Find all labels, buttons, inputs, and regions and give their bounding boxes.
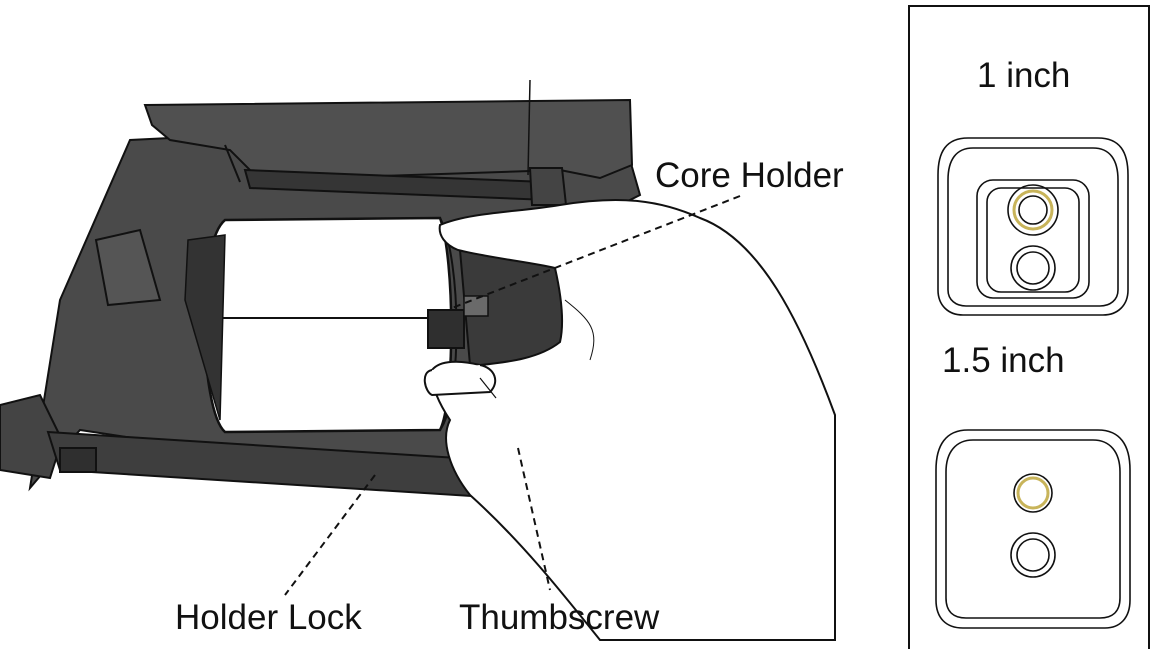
core-holder-part xyxy=(427,248,577,366)
leader-lines xyxy=(284,195,741,596)
printer-cover xyxy=(143,79,634,206)
thumbscrew-leader xyxy=(517,447,551,591)
hand xyxy=(423,198,836,641)
thumbscrew-label: Thumbscrew xyxy=(459,598,660,637)
one-and-half-inch-label: 1.5 inch xyxy=(942,341,1065,380)
core-size-panel xyxy=(908,5,1150,649)
core-holder-label: Core Holder xyxy=(655,156,844,195)
label-roll xyxy=(184,216,458,434)
holder-lock-leader xyxy=(284,474,376,596)
one-inch-core-icon xyxy=(937,137,1129,316)
one-inch-label: 1 inch xyxy=(977,56,1071,95)
core-holder-leader xyxy=(451,195,741,309)
holder-lock-label: Holder Lock xyxy=(175,598,362,637)
one-and-half-inch-core-icon xyxy=(935,429,1131,629)
